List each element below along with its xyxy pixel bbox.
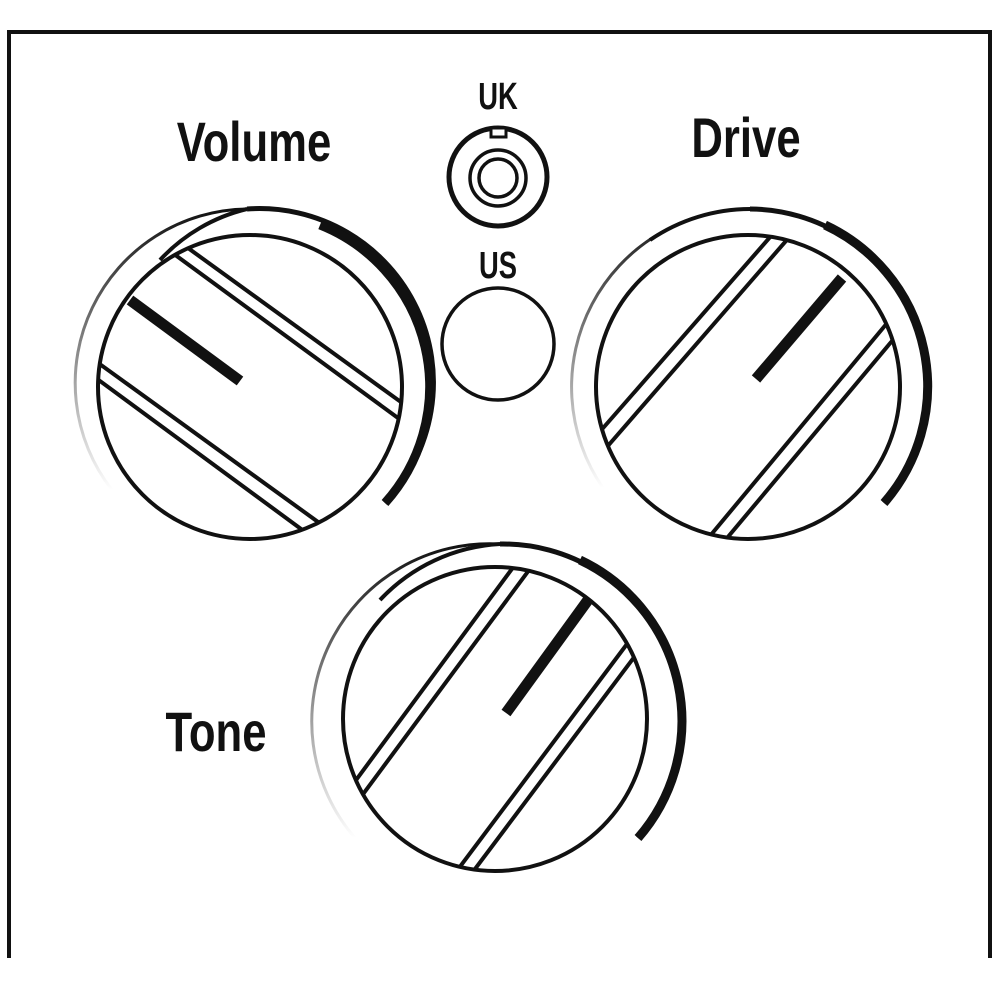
us-socket[interactable] bbox=[440, 286, 556, 402]
tone-pointer bbox=[501, 596, 593, 717]
uk-socket-middle-ring bbox=[468, 148, 528, 208]
volume-knob-grip-lines bbox=[98, 235, 402, 539]
tone-label: Tone bbox=[165, 701, 266, 763]
drive-knob-grip-lines bbox=[596, 235, 899, 539]
volume-knob-body bbox=[96, 233, 404, 541]
drive-label: Drive bbox=[691, 107, 800, 169]
volume-label: Volume bbox=[177, 111, 331, 173]
uk-socket-inner-ring bbox=[477, 157, 519, 199]
panel-frame bbox=[7, 30, 992, 958]
volume-range-arc-thin bbox=[73, 207, 248, 491]
us-socket-ring bbox=[440, 286, 556, 402]
volume-pointer bbox=[126, 295, 244, 386]
us-label: US bbox=[479, 245, 517, 287]
drive-knob[interactable] bbox=[570, 206, 933, 556]
uk-socket-outer-ring bbox=[446, 125, 550, 229]
tone-knob-grip-lines bbox=[343, 567, 640, 871]
tone-knob[interactable] bbox=[310, 541, 687, 885]
tone-range-arc-thin bbox=[310, 542, 501, 839]
drive-knob-body bbox=[594, 233, 902, 541]
tone-knob-body bbox=[341, 565, 649, 873]
uk-socket[interactable] bbox=[446, 125, 550, 229]
volume-knob[interactable] bbox=[73, 206, 436, 541]
drive-pointer bbox=[751, 274, 847, 383]
uk-socket-notch bbox=[489, 126, 508, 139]
uk-label: UK bbox=[478, 76, 518, 118]
